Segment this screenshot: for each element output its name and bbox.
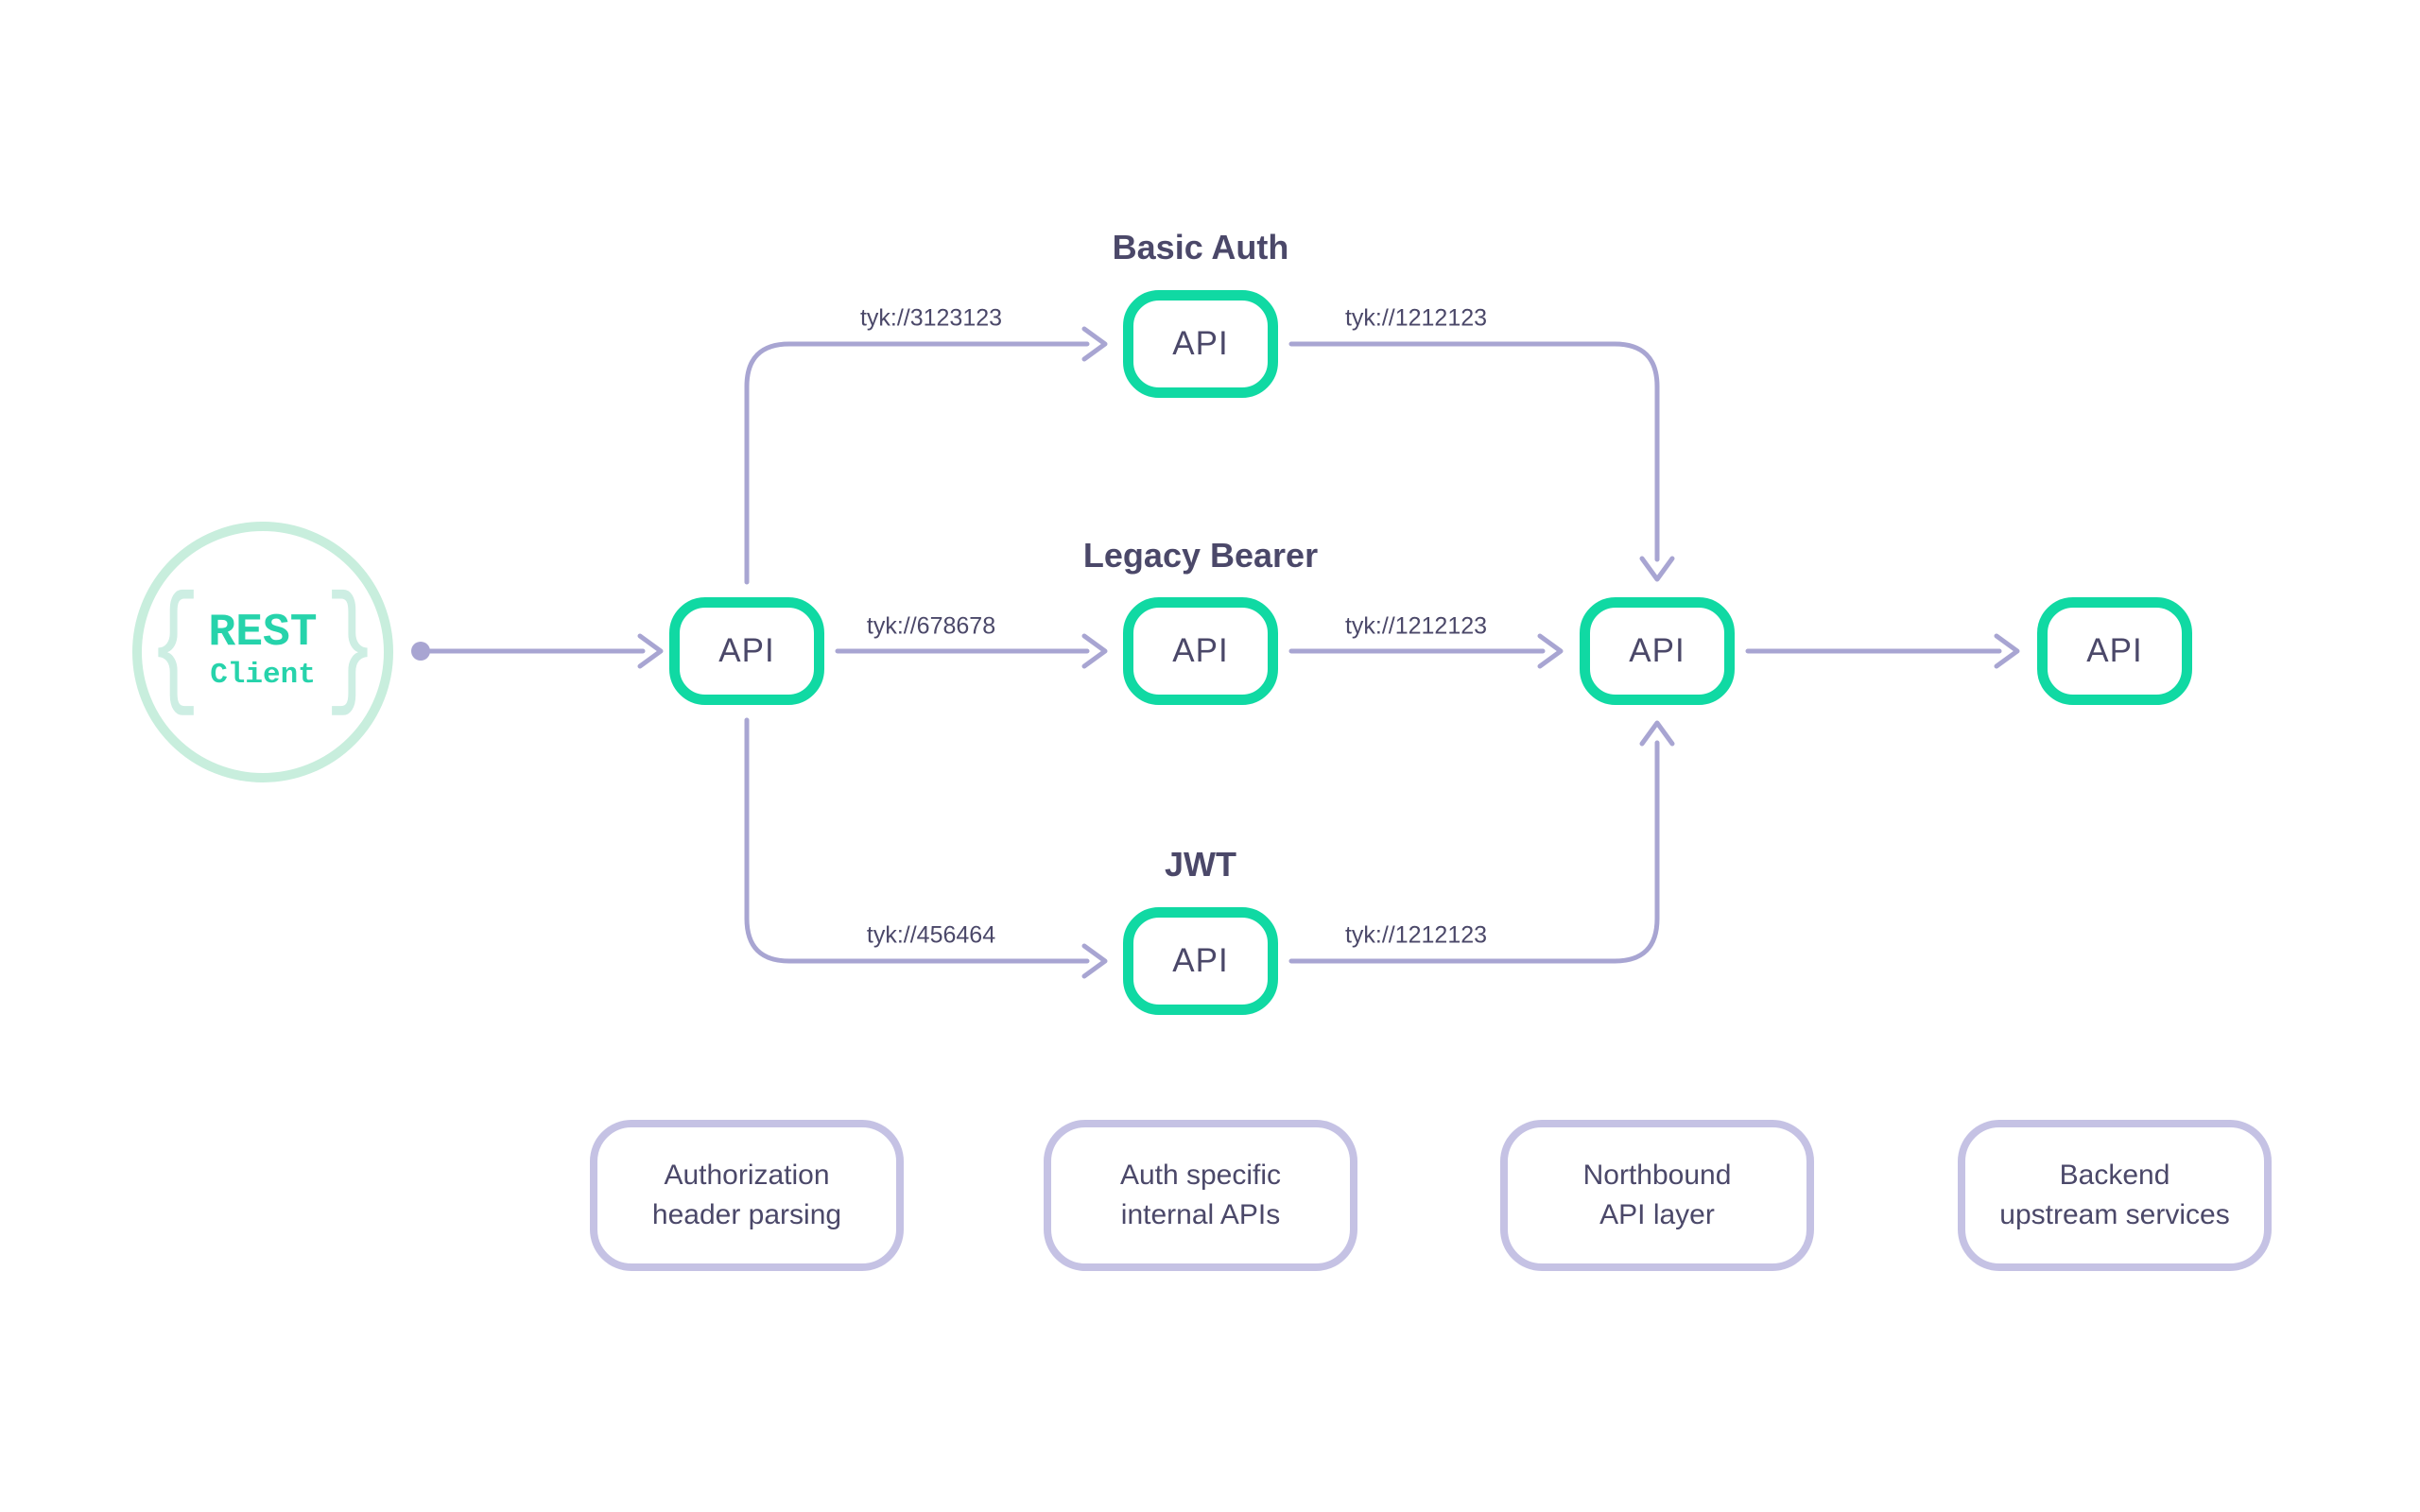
rest-client-logo: { REST Client } [148, 584, 377, 719]
api-node-backend: API [2037, 597, 2192, 705]
edge-label-legacy-out: tyk://1212123 [1344, 612, 1488, 640]
rest-client-text: REST Client [208, 610, 317, 694]
footnote-backend-upstream: Backend upstream services [1958, 1120, 2272, 1271]
edge-label-legacy-in: tyk://678678 [866, 612, 996, 640]
brace-left-glyph: { [148, 574, 201, 729]
footnote-line: Auth specific [1119, 1160, 1282, 1191]
arrowhead-client-entry [637, 633, 664, 669]
api-node-label: API [718, 632, 775, 669]
edge-label-basic-auth-in: tyk://3123123 [859, 304, 1003, 332]
brace-right-glyph: } [324, 574, 377, 729]
footnote-line: upstream services [1999, 1199, 2230, 1230]
arrowhead-basicauth-gateway [1639, 556, 1675, 582]
edge-start-dot [411, 642, 430, 661]
arrowhead-entry-legacy [1081, 633, 1108, 669]
connector-jwt-gateway [1288, 740, 1660, 964]
footnote-line: internal APIs [1120, 1199, 1281, 1230]
api-node-label: API [1172, 632, 1229, 669]
footnote-line: Backend [2059, 1160, 2170, 1191]
api-node-label: API [1172, 942, 1229, 979]
api-node-label: API [2086, 632, 2143, 669]
api-node-northbound-gateway: API [1580, 597, 1735, 705]
rest-client-subtitle: Client [210, 658, 316, 692]
arrowhead-entry-jwt [1081, 943, 1108, 979]
footnote-auth-internal-apis: Auth specific internal APIs [1044, 1120, 1357, 1271]
rest-client-title: REST [208, 608, 318, 660]
api-node-label: API [1629, 632, 1685, 669]
arrowhead-jwt-gateway [1639, 720, 1675, 747]
arrowhead-entry-basicauth [1081, 326, 1108, 362]
api-node-legacy-bearer: API [1123, 597, 1278, 705]
api-node-label: API [1172, 325, 1229, 362]
api-node-basic-auth: API [1123, 290, 1278, 398]
arrowhead-gateway-backend [1994, 633, 2020, 669]
branch-title-basic-auth: Basic Auth [1112, 228, 1289, 266]
edge-label-jwt-out: tyk://1212123 [1344, 921, 1488, 949]
branch-title-jwt: JWT [1165, 845, 1236, 884]
edge-label-jwt-in: tyk://456464 [866, 921, 996, 949]
connector-entry-basicauth [744, 341, 1090, 585]
arrowhead-legacy-gateway [1537, 633, 1564, 669]
footnote-line: Northbound [1582, 1160, 1732, 1191]
branch-title-legacy-bearer: Legacy Bearer [1082, 536, 1319, 575]
footnote-line: API layer [1599, 1199, 1715, 1230]
footnote-northbound-api-layer: Northbound API layer [1500, 1120, 1814, 1271]
edge-label-basic-auth-out: tyk://1212123 [1344, 304, 1488, 332]
api-node-entry: API [669, 597, 824, 705]
connector-entry-jwt [744, 717, 1090, 964]
rest-client-node: { REST Client } [132, 522, 393, 782]
footnote-authorization-parsing: Authorization header parsing [590, 1120, 904, 1271]
footnote-line: Authorization [664, 1160, 830, 1191]
api-node-jwt: API [1123, 907, 1278, 1015]
connector-basicauth-gateway [1288, 341, 1660, 562]
footnote-line: header parsing [651, 1199, 842, 1230]
